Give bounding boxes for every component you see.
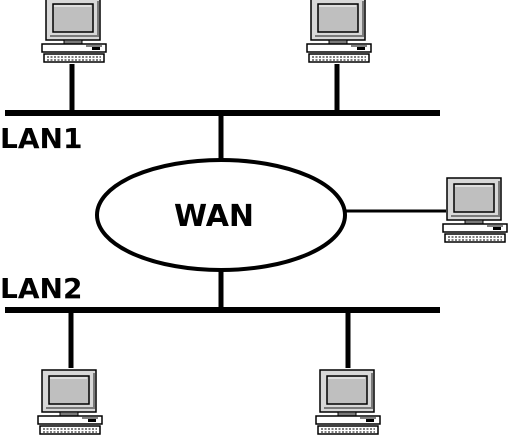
lan2-label: LAN2 [0,272,82,305]
lan1-label: LAN1 [0,122,82,155]
desktop-computer-icon [315,369,381,435]
desktop-computer-icon [442,177,508,243]
desktop-computer-icon [37,369,103,435]
wan-label: WAN [174,199,254,234]
wan-ellipse [95,158,347,272]
desktop-computer-icon [41,0,107,63]
desktop-computer-icon [306,0,372,63]
